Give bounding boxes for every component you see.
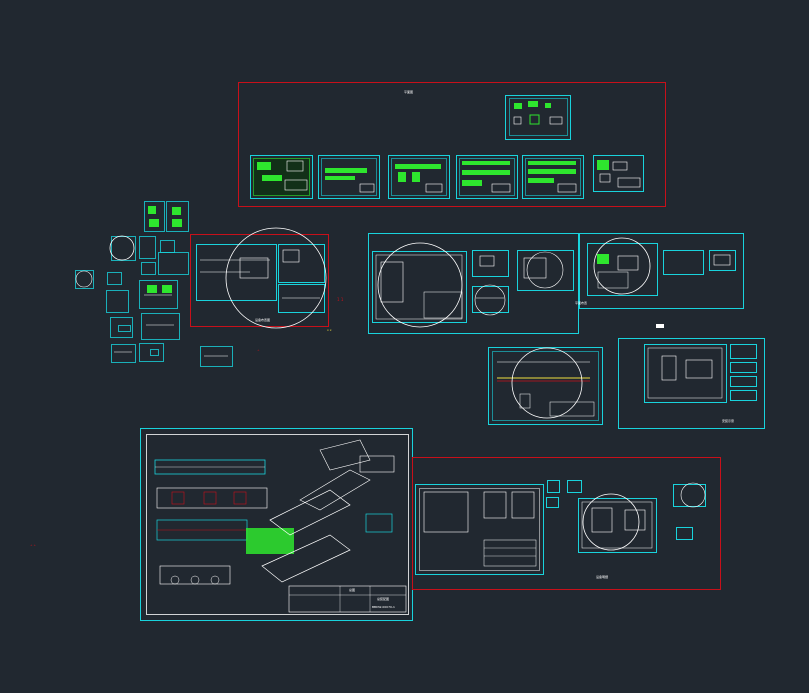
zoom-circle-mid-center3 [526, 251, 564, 289]
sheet-top-3[interactable] [388, 155, 450, 199]
label-big-sheet-code: BBDW-00070-1 [372, 605, 395, 609]
sheet-mid-left[interactable] [196, 244, 325, 313]
zoom-marker-left [109, 235, 135, 261]
sheet-bottom-right-2[interactable] [546, 480, 706, 553]
group-frame-mid-left[interactable] [190, 234, 329, 327]
svg-text:x x: x x [327, 328, 332, 332]
sheet-top-4[interactable] [456, 155, 518, 199]
zoom-circle-mid-center2 [474, 284, 506, 316]
zoom-marker-left2 [75, 270, 93, 288]
marker-small-white [656, 324, 664, 328]
sheet-mid-center[interactable] [368, 233, 579, 334]
zoom-circle-mid-right [593, 237, 651, 295]
group-frame-top[interactable] [238, 82, 666, 207]
sheet-top-2[interactable] [318, 155, 380, 199]
small-sheets-left[interactable] [75, 201, 233, 367]
label-big-sheet-title-block: 总图 [349, 588, 356, 592]
label-bottom-right-group: 设备明细 [596, 575, 609, 579]
zoom-circle-center-lower [511, 347, 583, 419]
zoom-circle-bottom-right2 [680, 482, 706, 508]
sheet-right[interactable] [618, 338, 765, 429]
small-sheet-details [114, 285, 228, 357]
sheet-main-assembly[interactable] [140, 428, 413, 621]
label-big-sheet-name: 总装配图 [377, 597, 390, 601]
sheet-top-1[interactable] [250, 155, 313, 199]
svg-text:+: + [257, 348, 260, 352]
svg-text:+ +: + + [30, 543, 36, 547]
label-mid-left-group: 设备布置图 [255, 318, 271, 322]
zoom-circle-bottom-right [582, 493, 640, 551]
label-mid-right-group: 平面布置 [575, 301, 588, 305]
svg-text:1 1: 1 1 [337, 297, 344, 302]
sheet-top-6[interactable] [593, 155, 644, 192]
zoom-circle-mid-left [225, 227, 327, 329]
label-right-group: 安装示意 [722, 419, 735, 423]
label-top-group: 平面图 [404, 90, 414, 94]
sheet-top-5[interactable] [522, 155, 584, 199]
sheet-bottom-right-1[interactable] [415, 484, 544, 575]
sheet-center-lower[interactable] [488, 347, 603, 425]
sheet-mid-right[interactable] [579, 233, 744, 309]
zoom-circle-mid-center [377, 242, 463, 328]
group-frame-bottom-right[interactable] [412, 457, 721, 590]
sheet-top-small[interactable] [505, 95, 571, 140]
